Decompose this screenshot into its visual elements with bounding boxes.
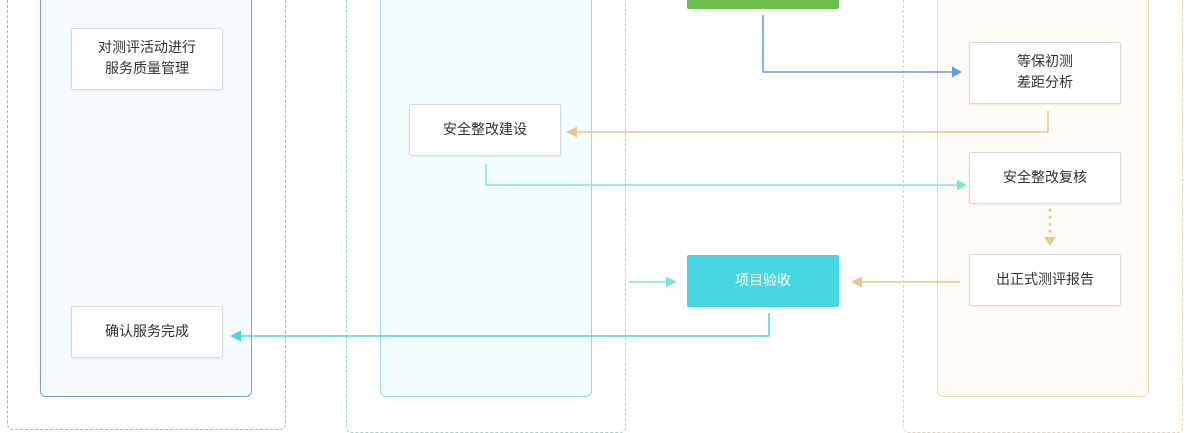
lane-service-outer xyxy=(7,0,286,430)
node-project-acceptance[interactable]: 项目验收 xyxy=(687,255,839,307)
lane-client-inner xyxy=(380,0,592,397)
node-gap-analysis[interactable]: 等保初测 差距分析 xyxy=(969,42,1121,104)
arrowhead-orange-1 xyxy=(566,126,577,138)
arrowhead-blue xyxy=(952,66,962,78)
arrowhead-teal-2 xyxy=(666,276,677,288)
arrow-gap-to-rectification xyxy=(577,111,1049,133)
arrowhead-orange-2 xyxy=(1044,237,1056,246)
node-rectification-review[interactable]: 安全整改复核 xyxy=(969,152,1121,204)
arrowhead-teal-1 xyxy=(957,179,967,191)
node-quality-management[interactable]: 对测评活动进行 服务质量管理 xyxy=(71,28,223,90)
arrow-start-to-gap-analysis xyxy=(762,15,952,73)
arrow-acceptance-to-confirm xyxy=(241,313,770,337)
node-security-rectification-build[interactable]: 安全整改建设 xyxy=(409,104,561,156)
node-formal-report[interactable]: 出正式测评报告 xyxy=(969,254,1121,306)
arrowhead-cyan xyxy=(230,330,241,342)
arrowhead-orange-3 xyxy=(851,276,862,288)
start-node[interactable] xyxy=(687,0,839,9)
node-confirm-service[interactable]: 确认服务完成 xyxy=(71,306,223,358)
arrow-rectification-to-review xyxy=(485,164,957,186)
